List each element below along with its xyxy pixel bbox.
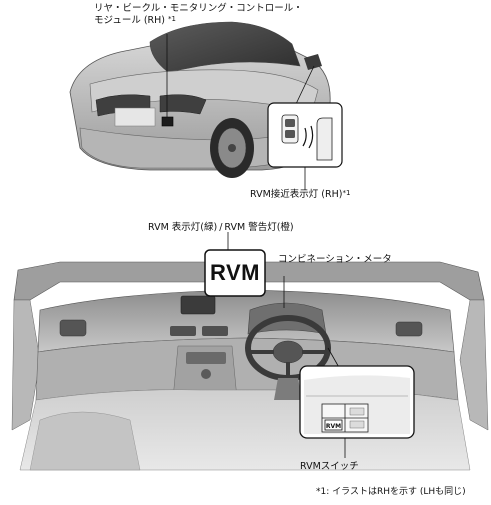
rvm-module-label: リヤ・ビークル・モニタリング・コントロール・ モジュール (RH) *1 (94, 3, 303, 27)
footnote-text: *1: イラストはRHを示す (LHも同じ) (316, 487, 466, 497)
label-separator: / (219, 222, 223, 233)
rvm-module-footnote-marker: *1 (168, 15, 177, 23)
rvm-indicator-labels: RVM 表示灯(緑)/RVM 警告灯(橙) (148, 222, 294, 234)
rvm-indicator-green-label: RVM 表示灯(緑) (148, 222, 218, 233)
rvm-switch-button[interactable] (324, 419, 343, 431)
rvm-display-text: RVM (210, 260, 260, 285)
rvm-approach-indicator-label: RVM接近表示灯 (RH)*1 (250, 189, 351, 200)
rvm-switch-button-text: RVM (326, 423, 341, 430)
rvm-approach-footnote-marker: *1 (342, 189, 351, 197)
leader-line-mirror (295, 65, 315, 105)
combination-meter-label: コンビネーション・メータ (278, 254, 392, 265)
rvm-switch-inset: RVM (299, 365, 415, 439)
rear-car-illustration (69, 21, 343, 190)
car-body (69, 21, 331, 178)
mirror-indicator-inset (267, 102, 343, 168)
rvm-switch-label: RVMスイッチ (300, 461, 359, 472)
rvm-warning-orange-label: RVM 警告灯(橙) (224, 222, 294, 233)
rvm-module-label-line1: リヤ・ビークル・モニタリング・コントロール・ (94, 3, 303, 14)
rvm-module-location (161, 116, 174, 127)
rvm-module-label-line2: モジュール (RH) (94, 15, 166, 26)
